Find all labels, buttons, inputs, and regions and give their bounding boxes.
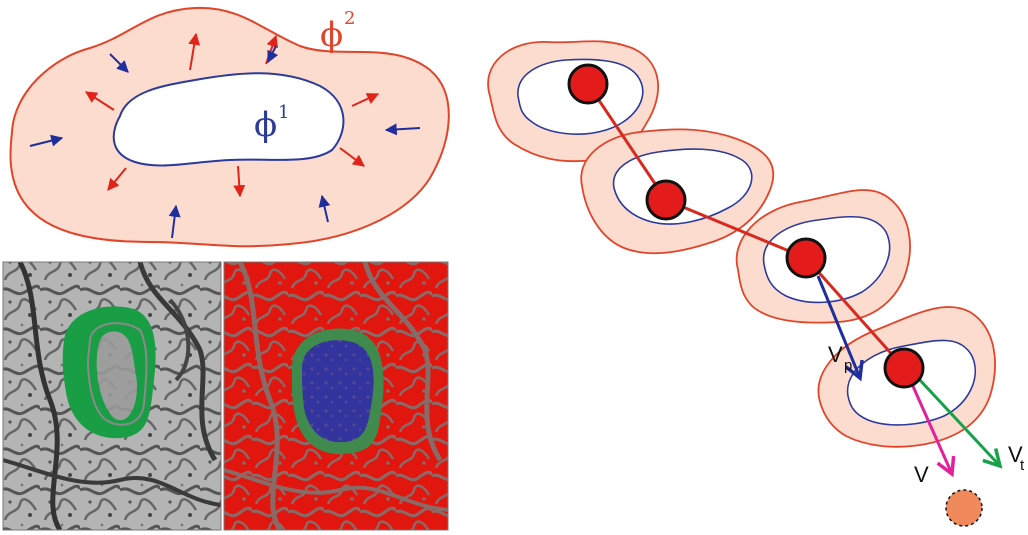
arrow-out: [339, 147, 365, 167]
chain-links: [586, 83, 906, 369]
segmentation-blue-region: [302, 340, 374, 443]
vt-arrow: [916, 376, 1000, 466]
chain-node: [645, 179, 687, 221]
micrograph-frame: [2, 261, 222, 531]
segmentation-panel: [224, 262, 448, 530]
segmentation-membrane: [362, 262, 443, 462]
arrow-in: [29, 134, 64, 147]
arrow-in: [109, 53, 129, 73]
chain-node: [567, 63, 609, 105]
arrow-in: [318, 194, 331, 223]
target-dot: [945, 489, 983, 527]
vt-label: V: [1008, 442, 1023, 467]
chain-node: [785, 237, 827, 279]
arrow-out: [351, 93, 380, 107]
arrow-in: [168, 204, 181, 239]
segmentation-inner-contour: [86, 322, 148, 426]
arrow-out: [188, 32, 201, 71]
phi-inner-label: ϕ: [254, 105, 277, 145]
micrograph-membrane: [137, 262, 218, 462]
inward-arrows: [29, 45, 421, 239]
v-label: V: [914, 462, 929, 487]
phi-outer-superscript: 2: [344, 8, 355, 29]
micrograph-membrane: [168, 298, 191, 382]
chain-link: [586, 83, 668, 201]
chain-node: [883, 347, 925, 389]
segmentation-membrane: [237, 262, 283, 530]
segmentation-ring-green: [62, 306, 156, 439]
micrograph-membrane: [3, 458, 221, 507]
vp-arrow: [816, 275, 860, 378]
arrow-in: [384, 123, 421, 136]
chain-link: [804, 257, 906, 369]
arrow-out: [84, 91, 115, 111]
chain-link: [665, 198, 807, 260]
tracking-chain: V p V t V: [487, 40, 1025, 527]
nucleus-interior: [96, 331, 137, 421]
chain-nodes: [567, 63, 925, 389]
phi-outer-label: ϕ: [320, 15, 343, 55]
segmentation-frame: [223, 261, 449, 531]
segmentation-membrane: [224, 468, 448, 512]
micrograph-membrane: [17, 262, 63, 530]
v-arrow: [910, 383, 952, 474]
vp-label: V: [828, 342, 843, 367]
level-set-schematic: ϕ 2 ϕ 1: [9, 6, 450, 248]
track-cell-inner: [762, 215, 891, 304]
inner-contour: [112, 72, 345, 167]
phi-inner-superscript: 1: [278, 102, 289, 123]
vp-label-subscript: p: [844, 357, 852, 374]
arrow-in: [267, 45, 279, 64]
micrograph-panel: [3, 262, 221, 530]
vt-label-subscript: t: [1020, 457, 1025, 474]
arrow-out: [233, 165, 246, 198]
arrow-out: [107, 167, 127, 191]
